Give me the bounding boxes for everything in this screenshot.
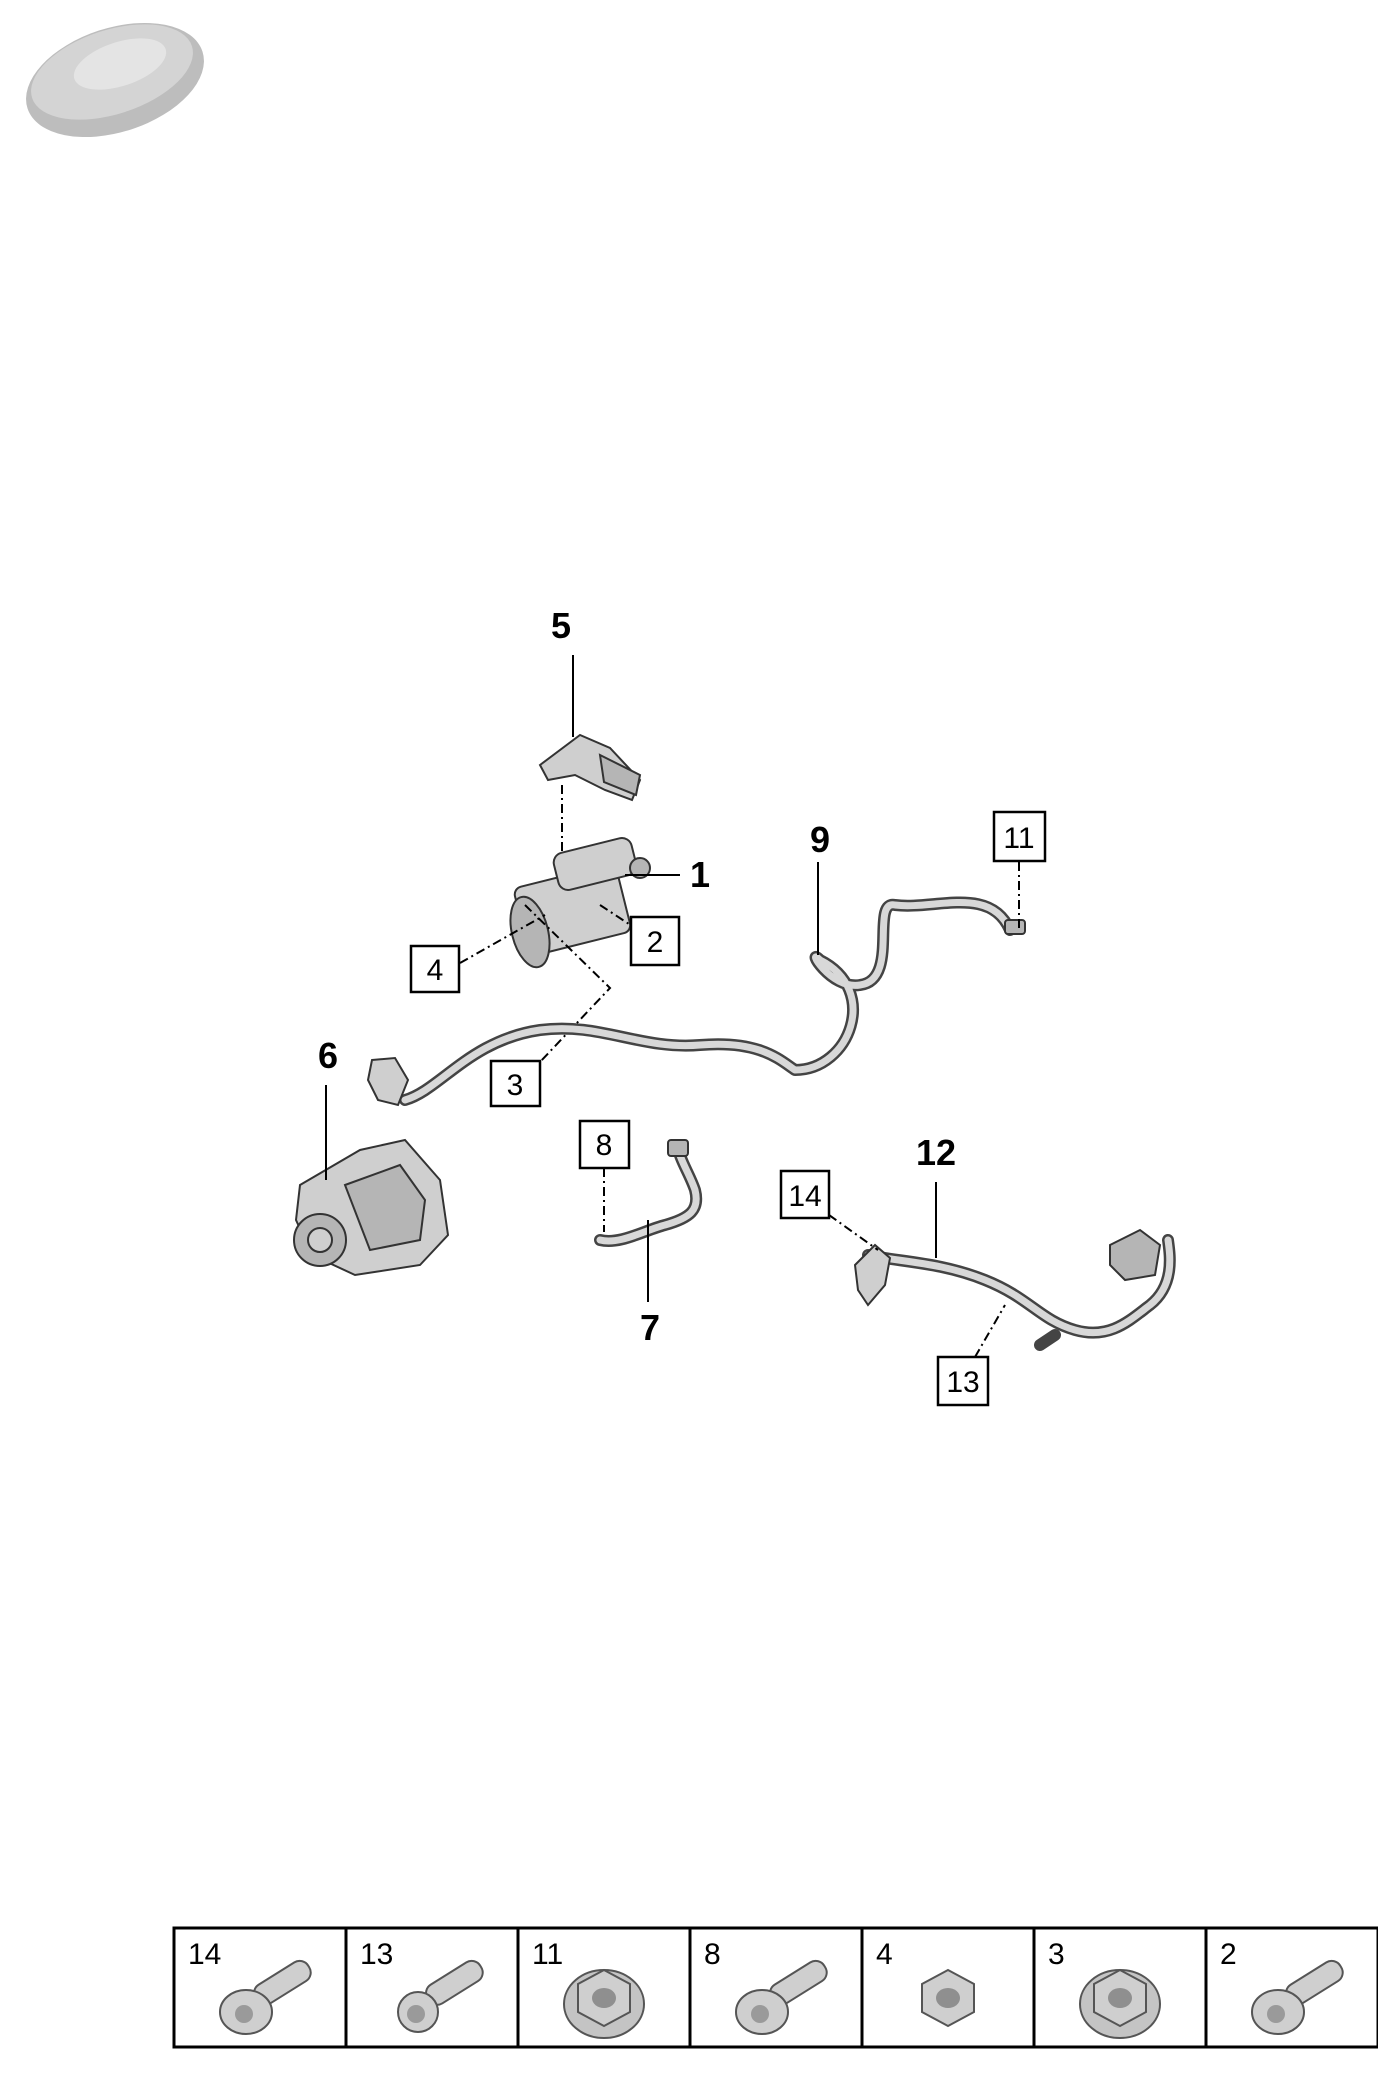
- callout-1: 1: [690, 854, 710, 895]
- hardware-cell-number: 2: [1220, 1938, 1237, 1971]
- callout-9: 9: [810, 819, 830, 860]
- alternator-part: [293, 1138, 450, 1277]
- callout-box-11: [992, 810, 1047, 863]
- dash-3-path: [524, 904, 612, 1063]
- callout-3: 3: [507, 1069, 524, 1102]
- hardware-cell-11: 11: [516, 1928, 645, 2047]
- battery-cable-part: [366, 896, 1026, 1107]
- hardware-cell-4: 4: [860, 1928, 975, 2047]
- hardware-cell-number: 11: [532, 1938, 563, 1971]
- hardware-cell-13: 13: [344, 1928, 484, 2047]
- hardware-cell-14: 14: [188, 1938, 312, 2035]
- cover-part: [538, 733, 642, 802]
- dash-14: [828, 1214, 879, 1251]
- callout-4: 4: [427, 954, 444, 987]
- callout-12: 12: [916, 1132, 956, 1173]
- hardware-cell-number: 4: [876, 1938, 893, 1971]
- hardware-cell-number: 8: [704, 1938, 721, 1971]
- callout-14: 14: [788, 1180, 821, 1213]
- flange-bolt-icon: [219, 1959, 312, 2035]
- callout-box-8: [578, 1119, 631, 1170]
- vehicle-thumbnail: [26, 22, 204, 138]
- hardware-cell-2: 2: [1204, 1928, 1344, 2047]
- callout-box-3: [489, 1059, 542, 1108]
- callout-box-13: [936, 1355, 990, 1407]
- hex-nut-icon: [921, 1968, 975, 2028]
- hardware-cell-3: 3: [1032, 1928, 1161, 2047]
- flange-bolt-icon: [735, 1959, 828, 2035]
- hardware-cell-number: 13: [360, 1938, 393, 1971]
- dash-4: [459, 914, 546, 964]
- dash-2: [599, 904, 636, 929]
- flange-bolt-icon: [1251, 1959, 1344, 2035]
- callout-box-14: [779, 1169, 831, 1220]
- callout-5: 5: [551, 605, 571, 646]
- callout-2: 2: [647, 926, 664, 959]
- flange-nut-icon: [563, 1968, 645, 2039]
- ground-cable-part: [594, 1139, 703, 1247]
- starter-part: [509, 837, 651, 969]
- callout-box-2: [629, 915, 681, 967]
- dash-13: [974, 1304, 1006, 1358]
- callout-11: 11: [1003, 822, 1034, 855]
- callout-6: 6: [318, 1035, 338, 1076]
- hardware-cell-8: 8: [688, 1928, 828, 2047]
- hardware-cell-number: 3: [1048, 1938, 1065, 1971]
- hardware-table: 14 13 11 8 4 3 2: [172, 1926, 1378, 2049]
- hardware-cell-number: 14: [188, 1938, 221, 1971]
- callout-box-4: [409, 944, 461, 994]
- callout-7: 7: [640, 1307, 660, 1348]
- wiring-harness-part: [853, 1228, 1176, 1351]
- callout-13: 13: [946, 1366, 979, 1399]
- callout-8: 8: [596, 1129, 613, 1162]
- socket-bolt-icon: [397, 1959, 484, 2033]
- flange-nut-icon: [1079, 1968, 1161, 2039]
